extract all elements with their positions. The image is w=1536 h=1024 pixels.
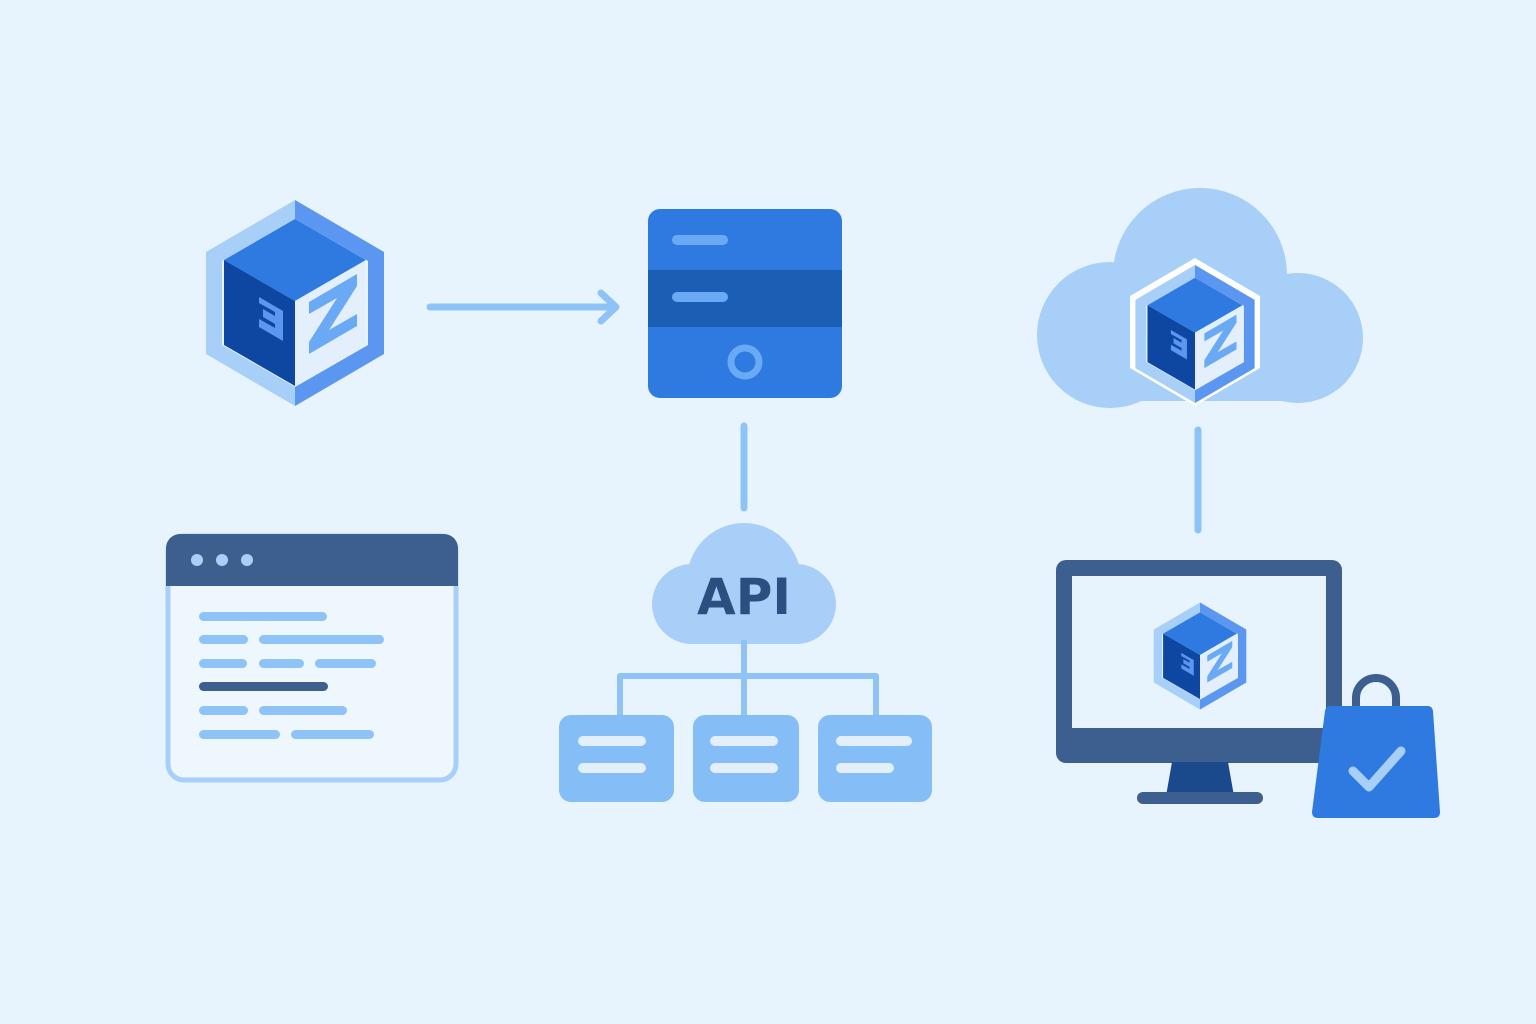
api-endpoint-box — [559, 715, 674, 802]
server-icon — [648, 209, 842, 398]
api-endpoint-box — [693, 715, 799, 802]
api-cloud-icon: API — [652, 523, 836, 644]
shopping-bag-icon — [1312, 674, 1440, 818]
api-endpoint-box — [818, 715, 932, 802]
checkmark-icon — [1348, 746, 1406, 792]
browser-window-icon — [165, 533, 459, 783]
api-tree-lines — [617, 640, 879, 716]
api-label: API — [697, 568, 791, 626]
cloud-logo-badge — [1130, 258, 1260, 406]
arrow-right-icon — [426, 289, 620, 325]
